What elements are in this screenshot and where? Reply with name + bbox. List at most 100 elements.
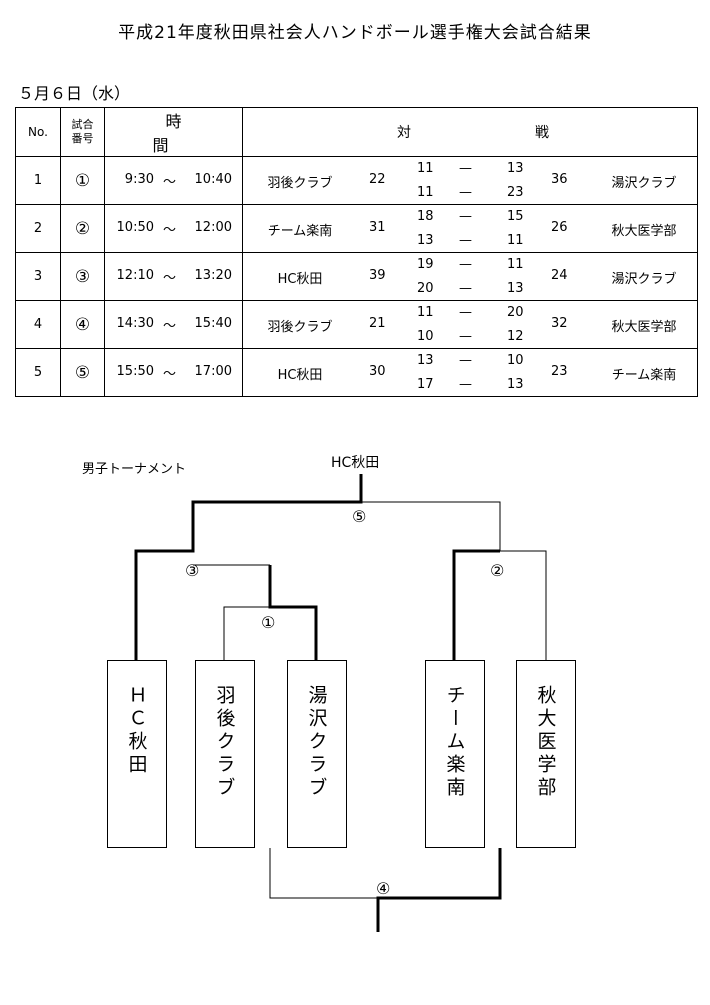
row-end-time: 15:40 [194, 316, 232, 331]
row-half2-b: 13 [507, 377, 524, 392]
row-time-separator: ～ [163, 319, 177, 334]
bracket-game-5: ⑤ [352, 507, 367, 526]
row-score-a: 30 [369, 364, 386, 379]
row-half1-a: 19 [417, 257, 434, 272]
table-row: 3 ③ 12:10 ～ 13:20 HC秋田 39 19 — 11 20 — 1… [15, 252, 698, 301]
row-time-separator: ～ [163, 223, 177, 238]
team-box-label: チーム楽南 [443, 685, 466, 800]
row-half1-a: 11 [417, 305, 434, 320]
row-start-time: 15:50 [116, 364, 154, 379]
bracket-line-g2-win [452, 549, 500, 660]
bracket-heading: 男子トーナメント [82, 462, 187, 477]
table-row: 5 ⑤ 15:50 ～ 17:00 HC秋田 30 13 — 10 17 — 1… [15, 348, 698, 397]
row-versus: 羽後クラブ 21 11 — 20 10 — 12 32 秋大医学部 [242, 300, 698, 349]
row-no: 1 [15, 156, 61, 205]
team-box-ugo-club: 羽後クラブ [195, 660, 255, 848]
row-game-number: ⑤ [60, 348, 105, 397]
row-team-a: 羽後クラブ [267, 320, 333, 335]
row-half1-b: 15 [507, 209, 524, 224]
row-no: 4 [15, 300, 61, 349]
row-half1-b: 20 [507, 305, 524, 320]
page-title: 平成21年度秋田県社会人ハンドボール選手権大会試合結果 [118, 23, 592, 43]
header-versus-2: 戦 [535, 125, 549, 141]
row-dash-2: — [459, 377, 472, 392]
team-box-label: ＨＣ秋田 [125, 685, 148, 777]
header-versus-1: 対 [397, 125, 411, 141]
bracket-line-g5-thin [361, 501, 501, 551]
row-time-separator: ～ [163, 271, 177, 286]
row-half2-a: 11 [417, 185, 434, 200]
bracket-line-g2-thin [500, 550, 547, 660]
row-versus: チーム楽南 31 18 — 15 13 — 11 26 秋大医学部 [242, 204, 698, 253]
row-dash-1: — [459, 161, 472, 176]
row-time: 10:50 ～ 12:00 [104, 204, 243, 253]
row-dash-2: — [459, 329, 472, 344]
row-half2-a: 17 [417, 377, 434, 392]
row-end-time: 12:00 [194, 220, 232, 235]
row-end-time: 17:00 [194, 364, 232, 379]
row-game-number: ② [60, 204, 105, 253]
team-box-team-rakunan: チーム楽南 [425, 660, 485, 848]
row-half2-b: 23 [507, 185, 524, 200]
row-start-time: 14:30 [116, 316, 154, 331]
bracket-game-2: ② [490, 561, 505, 580]
row-team-b: 秋大医学部 [611, 320, 677, 335]
row-score-b: 26 [551, 220, 568, 235]
row-end-time: 10:40 [194, 172, 232, 187]
row-half1-a: 11 [417, 161, 434, 176]
team-box-label: 湯沢クラブ [305, 685, 328, 800]
row-half1-b: 10 [507, 353, 524, 368]
bracket-line-g3-g5-win [134, 474, 363, 660]
row-time: 14:30 ～ 15:40 [104, 300, 243, 349]
row-start-time: 12:10 [116, 268, 154, 283]
row-score-a: 31 [369, 220, 386, 235]
row-team-a: HC秋田 [277, 368, 323, 383]
row-half1-a: 13 [417, 353, 434, 368]
team-box-label: 秋大医学部 [534, 685, 557, 800]
row-half1-a: 18 [417, 209, 434, 224]
row-half2-a: 13 [417, 233, 434, 248]
header-game-number-line1: 試合 [71, 118, 94, 131]
bracket-winner: HC秋田 [331, 455, 380, 471]
row-versus: 羽後クラブ 22 11 — 13 11 — 23 36 湯沢クラブ [242, 156, 698, 205]
bracket-line-g1-thin [223, 606, 270, 660]
row-team-a: HC秋田 [277, 272, 323, 287]
row-team-a: 羽後クラブ [267, 176, 333, 191]
table-row: 2 ② 10:50 ～ 12:00 チーム楽南 31 18 — 15 13 — … [15, 204, 698, 253]
bracket-line-g4-thin [269, 848, 378, 899]
team-box-yuzawa-club: 湯沢クラブ [287, 660, 347, 848]
row-time: 9:30 ～ 10:40 [104, 156, 243, 205]
header-no: No. [15, 107, 61, 157]
team-box-hc-akita: ＨＣ秋田 [107, 660, 167, 848]
row-team-b: 湯沢クラブ [611, 176, 677, 191]
row-half2-a: 20 [417, 281, 434, 296]
row-half2-a: 10 [417, 329, 434, 344]
row-half2-b: 13 [507, 281, 524, 296]
row-score-b: 23 [551, 364, 568, 379]
row-time-separator: ～ [163, 175, 177, 190]
row-score-b: 24 [551, 268, 568, 283]
row-half1-b: 13 [507, 161, 524, 176]
bracket-game-4: ④ [376, 879, 391, 898]
row-team-a: チーム楽南 [267, 224, 333, 239]
header-versus: 対 戦 [242, 107, 698, 157]
row-start-time: 9:30 [124, 172, 154, 187]
row-dash-1: — [459, 209, 472, 224]
row-dash-1: — [459, 257, 472, 272]
table-row: 1 ① 9:30 ～ 10:40 羽後クラブ 22 11 — 13 11 — 2… [15, 156, 698, 205]
row-game-number: ④ [60, 300, 105, 349]
results-table: No. 試合 番号 時 間 対 戦 1 ① 9:30 ～ 10:40 羽後クラブ [15, 107, 698, 397]
row-dash-2: — [459, 185, 472, 200]
row-half2-b: 12 [507, 329, 524, 344]
row-versus: HC秋田 39 19 — 11 20 — 13 24 湯沢クラブ [242, 252, 698, 301]
row-half2-b: 11 [507, 233, 524, 248]
row-score-b: 36 [551, 172, 568, 187]
row-time-separator: ～ [163, 367, 177, 382]
bracket-game-1: ① [261, 613, 276, 632]
row-versus: HC秋田 30 13 — 10 17 — 13 23 チーム楽南 [242, 348, 698, 397]
row-score-a: 22 [369, 172, 386, 187]
row-dash-2: — [459, 233, 472, 248]
bracket-game-3: ③ [185, 561, 200, 580]
bracket-line-g1-win [268, 565, 318, 660]
